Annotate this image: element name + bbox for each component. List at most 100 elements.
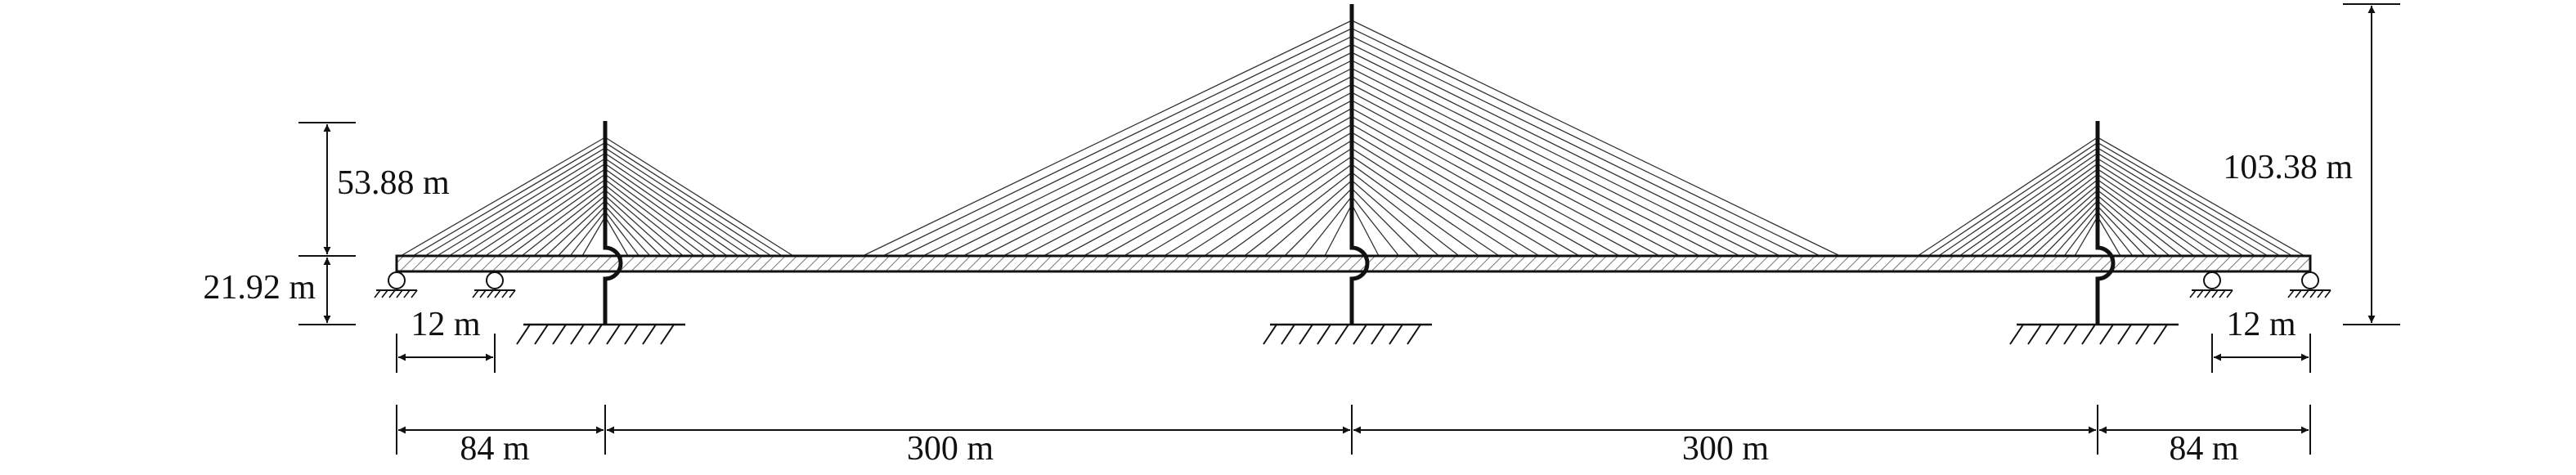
- stay-cable: [1351, 164, 1479, 257]
- ground-hatch-line: [1317, 324, 1331, 345]
- ground-hatch-line: [606, 324, 621, 345]
- stay-cable: [1351, 108, 1620, 257]
- stay-cable: [497, 179, 606, 257]
- stay-cable: [1351, 43, 1780, 257]
- left-end-roller-support: [374, 271, 418, 298]
- stay-cable: [2097, 168, 2232, 257]
- stay-cable: [448, 158, 606, 257]
- stay-cable: [862, 20, 1353, 257]
- stay-cable: [2011, 184, 2098, 257]
- stay-cable: [1183, 147, 1353, 257]
- stay-cable: [1284, 187, 1353, 257]
- right-tower-foundation: [2009, 323, 2179, 345]
- right-tower-back-fan: [1917, 137, 2098, 257]
- stay-cable: [604, 200, 662, 257]
- stay-cable: [412, 141, 606, 257]
- main-tower-height-label: 103.38 m: [2223, 149, 2353, 186]
- stay-cable: [1351, 60, 1740, 257]
- stay-cable: [2022, 190, 2098, 257]
- stay-cable: [604, 147, 772, 257]
- stay-cable: [533, 195, 606, 257]
- stay-cable: [1959, 158, 2098, 257]
- stay-cable: [604, 195, 673, 257]
- ground-hatch-line: [1335, 324, 1349, 345]
- stay-cable: [2043, 200, 2098, 257]
- stay-cable: [1351, 83, 1681, 257]
- stay-cable: [1164, 140, 1353, 257]
- deck-girder: [395, 254, 2312, 273]
- stay-cable: [1124, 123, 1353, 257]
- tower-foundations: [516, 323, 2179, 345]
- stay-cable: [2097, 163, 2244, 257]
- stay-cable: [1351, 155, 1500, 257]
- stay-cable: [604, 216, 629, 257]
- stay-cable: [2063, 211, 2098, 257]
- stay-cable: [604, 173, 717, 257]
- stay-cable: [902, 35, 1353, 257]
- stay-cable: [424, 147, 606, 257]
- ground-hatch-line: [2027, 324, 2042, 345]
- stay-cable: [604, 163, 739, 257]
- stay-cable: [1143, 132, 1353, 257]
- stay-cable: [1351, 195, 1400, 257]
- ground-hatch-line: [1353, 324, 1367, 345]
- stay-cable: [2097, 137, 2305, 257]
- stay-cable: [2097, 211, 2134, 257]
- stay-cable: [1351, 172, 1460, 257]
- main-tower-foundation: [1263, 323, 1432, 345]
- stay-cable: [1351, 187, 1420, 257]
- stay-cable: [1351, 68, 1721, 257]
- stay-cable: [2097, 158, 2256, 257]
- stay-cable: [1351, 204, 1380, 257]
- stay-cable: [2097, 152, 2269, 257]
- stay-cable: [521, 190, 606, 257]
- right-side-span-label: 84 m: [2169, 430, 2239, 468]
- stay-cable: [2032, 195, 2098, 257]
- stay-cable: [2097, 141, 2293, 257]
- ground-hatch-line: [2135, 324, 2150, 345]
- stay-cable: [1351, 20, 1841, 257]
- stay-cable: [2097, 195, 2170, 257]
- stay-cable: [1917, 137, 2098, 257]
- ground-hatch-line: [642, 324, 657, 345]
- main-tower-left-fan: [862, 20, 1353, 257]
- stay-cable: [1103, 115, 1353, 257]
- stay-cable: [1204, 155, 1353, 257]
- right-pier-roller-support: [2189, 271, 2233, 298]
- stay-cable: [604, 168, 728, 257]
- stay-cable: [1244, 172, 1353, 257]
- side-tower-height-label: 53.88 m: [337, 164, 450, 202]
- left-pier-roller-support: [472, 271, 516, 298]
- ground-hatch-line: [2153, 324, 2168, 345]
- stay-cable: [2053, 205, 2098, 257]
- stay-cable: [1351, 75, 1700, 257]
- left-tower-back-fan: [400, 137, 606, 257]
- span-dimensions: 84 m 300 m 300 m 84 m: [396, 405, 2311, 468]
- stay-cable: [1003, 75, 1353, 257]
- stay-cable: [473, 168, 606, 257]
- ground-hatch-line: [1407, 324, 1421, 345]
- right-pier-spacing-dimension: 12 m: [2211, 306, 2311, 373]
- stay-cable: [604, 179, 706, 257]
- stay-cable: [604, 211, 640, 257]
- left-tower-foundation: [516, 323, 685, 345]
- stay-cable: [1928, 141, 2098, 257]
- stay-cable: [569, 211, 606, 257]
- stay-cable: [1949, 152, 2098, 257]
- stay-cable: [2097, 173, 2219, 257]
- stay-cable: [1223, 164, 1353, 257]
- ground-hatch-line: [2081, 324, 2096, 345]
- right-pier-spacing-label: 12 m: [2226, 306, 2296, 343]
- stay-cable: [1351, 100, 1640, 257]
- stay-cable: [604, 137, 794, 257]
- ground-hatch-line: [2045, 324, 2060, 345]
- stay-cable: [485, 173, 606, 257]
- stay-cable: [2097, 147, 2281, 257]
- stay-cable: [1351, 115, 1600, 257]
- left-main-span-label: 300 m: [907, 430, 994, 468]
- ground-hatch-line: [624, 324, 639, 345]
- stay-cable: [604, 141, 783, 257]
- stay-cable: [1990, 173, 2098, 257]
- left-pier-spacing-label: 12 m: [411, 306, 481, 343]
